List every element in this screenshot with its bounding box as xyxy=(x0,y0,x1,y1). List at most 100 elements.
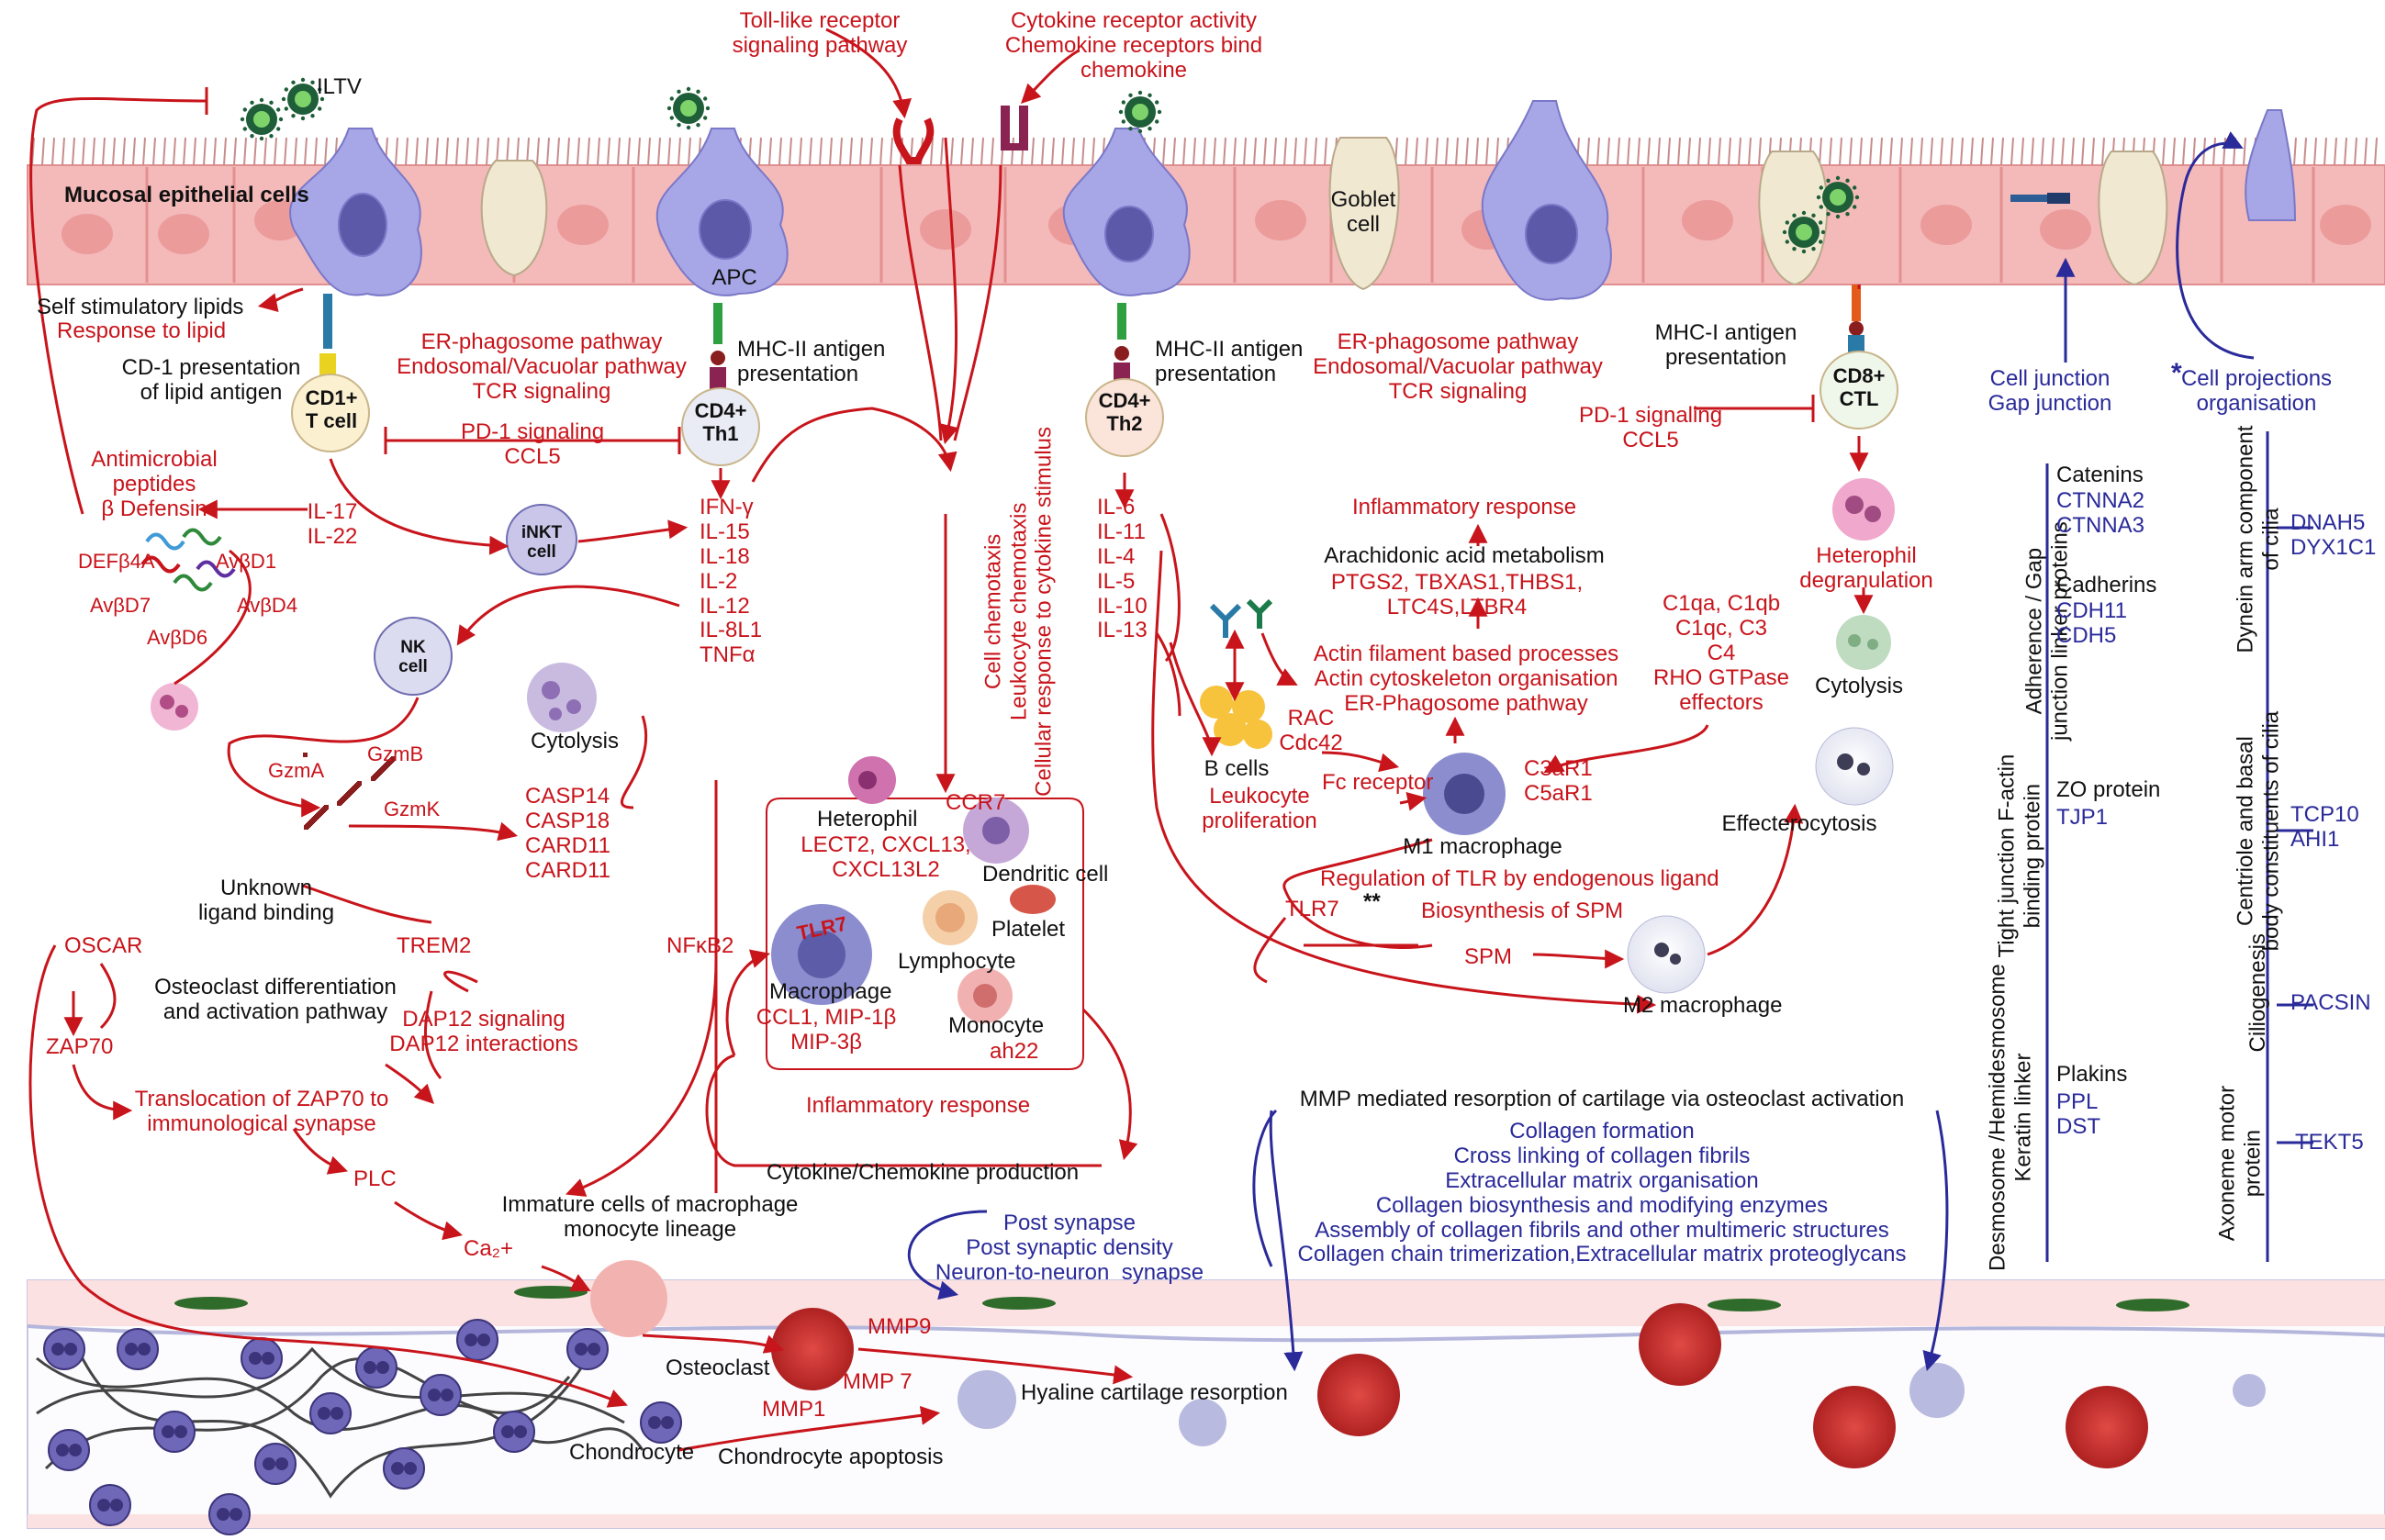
dendritic-cell-label: Dendritic cell xyxy=(982,862,1109,887)
ccr7-label: CCR7 xyxy=(946,790,1006,815)
mmp9-label: MMP9 xyxy=(868,1314,932,1339)
er-phagosome-right: ER-phagosome pathway Endosomal/Vacuolar … xyxy=(1313,329,1603,404)
plc-label: PLC xyxy=(353,1166,397,1191)
biosynthesis-spm: Biosynthesis of SPM xyxy=(1421,898,1624,923)
dynein-title: Dynein arm component of cilia xyxy=(2233,425,2283,653)
cell-projections-label: Cell projections organisation xyxy=(2180,366,2333,416)
mhc2-th2-label: MHC-II antigen presentation xyxy=(1155,337,1304,386)
calcium-label: Ca₂+ xyxy=(464,1236,514,1261)
monocyte-gene: ah22 xyxy=(990,1039,1039,1064)
inflammatory-response-middle: Inflammatory response xyxy=(805,1093,1031,1118)
immature-cells-label: Immature cells of macrophage monocyte li… xyxy=(501,1192,799,1242)
heterophil-genes: LECT2, CXCL13, CXCL13L2 xyxy=(801,832,971,882)
cytokine-production-label: Cytokine/Chemokine production xyxy=(766,1160,1080,1185)
cytolysis-right: Cytolysis xyxy=(1814,674,1904,698)
axoneme-title: Axoneme motor protein xyxy=(2214,1085,2265,1242)
dynein-genes: DNAH5 DYX1C1 xyxy=(2290,510,2377,560)
tlr7-label: TLR7 xyxy=(1285,897,1339,921)
defensin-3: AvβD7 xyxy=(90,594,151,617)
trem2-label: TREM2 xyxy=(397,933,472,958)
zap70-label: ZAP70 xyxy=(46,1034,114,1059)
centriole-genes: TCP10 AHI1 xyxy=(2290,802,2359,852)
centriole-title: Centriole and basal body constituents of… xyxy=(2233,710,2283,952)
pd1-signaling-right: PD-1 signaling CCL5 xyxy=(1578,403,1723,452)
arachidonic-genes: PTGS2, TBXAS1,THBS1, LTC4S,LTBR4 xyxy=(1330,570,1584,619)
goblet-cell-label: Goblet cell xyxy=(1330,187,1396,237)
antimicrobial-label: Antimicrobial peptides β Defensin xyxy=(91,447,218,521)
il17-label: IL-17 IL-22 xyxy=(307,499,358,549)
cadherins-label: Cadherins xyxy=(2056,573,2157,597)
plakins-label: Plakins xyxy=(2056,1062,2128,1087)
cytolysis-left: Cytolysis xyxy=(531,729,620,753)
plakin-genes: PPL DST xyxy=(2056,1089,2100,1139)
catenins-label: Catenins xyxy=(2056,463,2144,487)
mucosal-epithelial-label: Mucosal epithelial cells xyxy=(64,183,309,207)
apc-label: APC xyxy=(711,265,757,290)
axoneme-gene: TEKT5 xyxy=(2295,1130,2364,1155)
double-star-marker: ** xyxy=(1363,889,1381,914)
iltv-label: ILTV xyxy=(317,74,362,99)
mmp-resorption-title: MMP mediated resorption of cartilage via… xyxy=(1299,1087,1905,1111)
c3ar-label: C3aR1 C5aR1 xyxy=(1524,756,1593,806)
osteoclast-label: Osteoclast xyxy=(666,1356,770,1380)
monocyte-label: Monocyte xyxy=(948,1013,1045,1038)
actin-processes: Actin filament based processes Actin cyt… xyxy=(1313,642,1619,716)
apc-cells xyxy=(288,100,2297,301)
star-marker: * xyxy=(2171,358,2182,388)
inflammatory-response-right: Inflammatory response xyxy=(1351,495,1577,519)
blue-arrows xyxy=(907,131,2313,1372)
th2-cytokines: IL-6 IL-11 IL-4 IL-5 IL-10 IL-13 xyxy=(1097,495,1148,643)
mhc1-label: MHC-I antigen presentation xyxy=(1654,320,1797,370)
defensin-5: AvβD6 xyxy=(147,626,208,649)
apoptotic-cells xyxy=(957,1363,2266,1446)
immune-cell-box xyxy=(766,756,1084,1070)
defensin-2: AvβD1 xyxy=(216,550,277,573)
macrophage-label: Macrophage xyxy=(769,979,892,1004)
cartilage-band xyxy=(27,1260,2385,1535)
red-arrows xyxy=(28,28,1874,1452)
caspase-list: CASP14 CASP18 CARD11 CARD11 xyxy=(525,784,610,883)
m1-macrophage-label: M1 macrophage xyxy=(1403,834,1562,859)
m2-macrophage-label: M2 macrophage xyxy=(1623,993,1783,1018)
oscar-label: OSCAR xyxy=(64,933,143,958)
efferocytosis-label: Effecterocytosis xyxy=(1721,811,1877,836)
zo-gene: TJP1 xyxy=(2056,805,2109,830)
cd8-ctl-label: CD8+ CTL xyxy=(1832,364,1886,410)
arachidonic-label: Arachidonic acid metabolism xyxy=(1324,543,1605,568)
b-cells-label: B cells xyxy=(1204,756,1270,781)
cytokine-receptor-label: Cytokine receptor activity Chemokine rec… xyxy=(1004,8,1263,83)
ciliogenesis-title: Ciliogenesis xyxy=(2245,933,2271,1053)
inkt-cell-label: iNKT cell xyxy=(521,523,563,563)
granzyme-b: GzmB xyxy=(367,742,424,765)
regulation-tlr-label: Regulation of TLR by endogenous ligand xyxy=(1320,866,1719,891)
osteoclast-differentiation: Osteoclast differentiation and activatio… xyxy=(154,975,397,1024)
heterophil-label: Heterophil xyxy=(817,807,918,831)
leukocyte-proliferation: Leukocyte proliferation xyxy=(1202,784,1317,833)
goblet-cells xyxy=(480,137,2168,291)
mmp1-label: MMP1 xyxy=(762,1397,826,1422)
defensin-1: DEFβ4A xyxy=(78,550,155,573)
granzyme-k: GzmK xyxy=(384,798,441,820)
osteoclast-icons xyxy=(771,1303,2148,1468)
response-to-lipid: Response to lipid xyxy=(57,318,227,343)
spm-label: SPM xyxy=(1464,944,1513,969)
cd1-t-cell-label: CD1+ T cell xyxy=(305,386,358,432)
collagen-process-list: Collagen formation Cross linking of coll… xyxy=(1297,1119,1907,1267)
epithelium-layer xyxy=(27,77,2385,301)
macrophage-genes: CCL1, MIP-1β MIP-3β xyxy=(756,1005,897,1055)
mmp7-label: MMP 7 xyxy=(843,1369,913,1394)
heterophil-degranulation: Heterophil degranulation xyxy=(1799,543,1933,593)
mhc2-th1-label: MHC-II antigen presentation xyxy=(737,337,886,386)
desmosome-title: Desmosome /Hemidesmosome Keratin linker xyxy=(1985,964,2035,1271)
er-phagosome-left: ER-phagosome pathway Endosomal/Vacuolar … xyxy=(397,329,687,404)
catenin-genes: CTNNA2 CTNNA3 xyxy=(2056,488,2145,538)
chondrocyte-label: Chondrocyte xyxy=(569,1440,695,1465)
pd1-signaling-left: PD-1 signaling CCL5 xyxy=(460,419,605,469)
self-stimulatory-lipids: Self stimulatory lipids xyxy=(37,295,244,319)
iltv-virus-icons xyxy=(240,77,1860,254)
chondrocyte-apoptosis-label: Chondrocyte apoptosis xyxy=(718,1445,944,1469)
t-cells xyxy=(291,351,1898,696)
chondrocyte-icons xyxy=(43,1319,682,1535)
